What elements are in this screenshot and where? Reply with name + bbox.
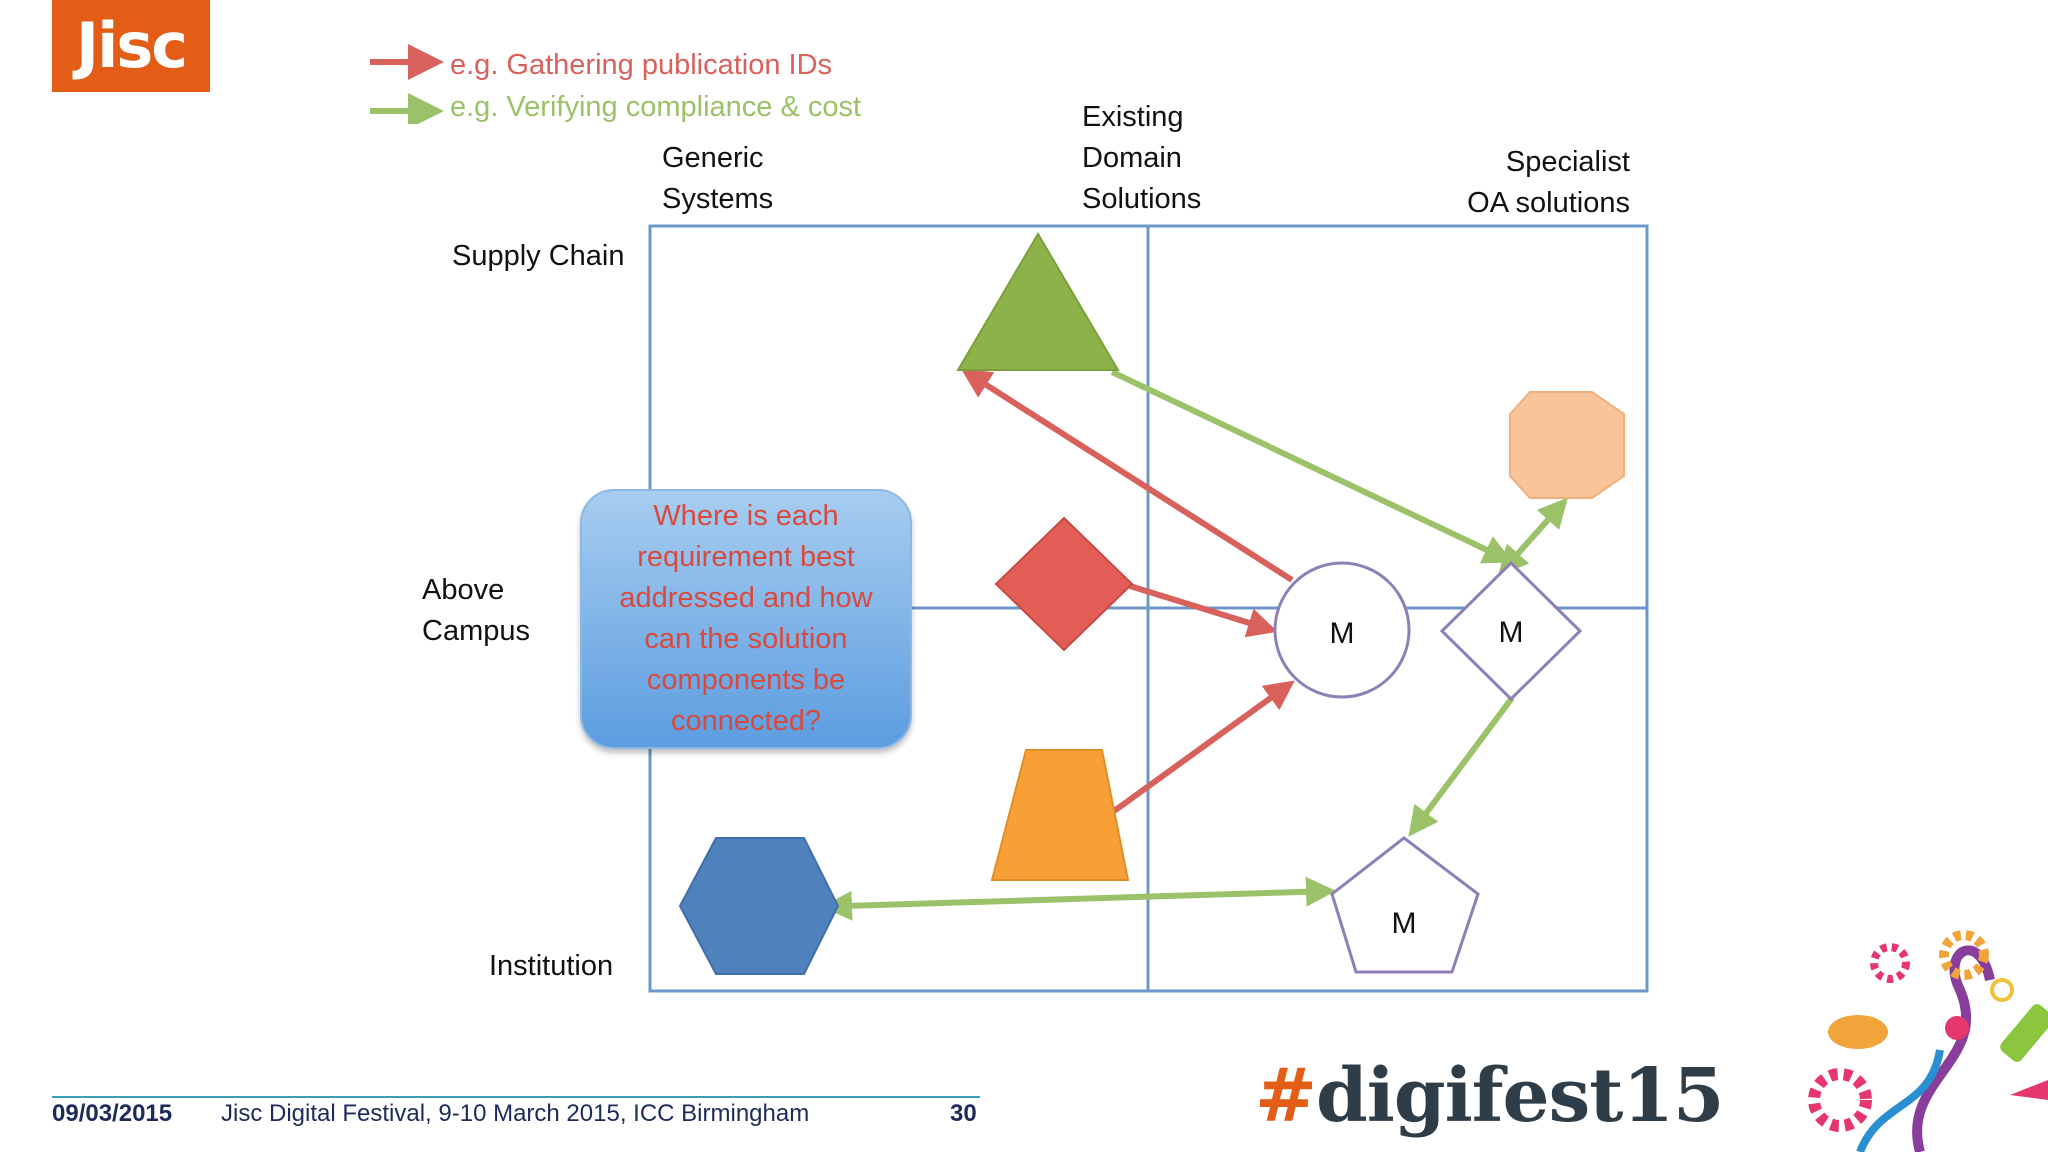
- trapezoid-shape: [990, 749, 1130, 881]
- jisc-logo: Jisc: [52, 0, 210, 92]
- legend-green-label: e.g. Verifying compliance & cost: [450, 91, 862, 123]
- hashtag-symbol: #: [1255, 1053, 1317, 1139]
- red-arrow-diamond-to-m: [1129, 583, 1278, 638]
- row-label-institution: Institution: [489, 950, 614, 982]
- green-arrow-diamond-to-pentagon: [1408, 696, 1515, 837]
- row-label-supply-chain: Supply Chain: [452, 240, 625, 272]
- octagon-shape: [1509, 391, 1625, 499]
- m-pentagon-node: [1330, 836, 1480, 974]
- m-circle-node: [1273, 561, 1411, 699]
- footer-event: Jisc Digital Festival, 9-10 March 2015, …: [221, 1100, 810, 1127]
- m-diamond-label: M: [1499, 616, 1524, 649]
- m-circle-label: M: [1330, 617, 1355, 650]
- question-callout: Where is each requirement best addressed…: [580, 489, 912, 749]
- festival-corner-art: [1808, 930, 2048, 1152]
- green-arrow-diamond-octagon: [1498, 497, 1568, 576]
- red-arrow-to-triangle: [960, 368, 1294, 583]
- green-arrow-hexagon-pentagon: [822, 876, 1336, 921]
- footer-page-number: 30: [950, 1100, 977, 1127]
- hexagon-shape: [678, 837, 840, 975]
- question-callout-text: Where is each requirement best addressed…: [619, 500, 873, 737]
- legend-red-label: e.g. Gathering publication IDs: [450, 49, 833, 81]
- triangle-shape: [956, 232, 1120, 371]
- diamond-shape: [994, 516, 1134, 652]
- m-diamond-node: [1439, 560, 1583, 702]
- legend-arrows: [370, 44, 444, 124]
- green-arrow-triangle-to-diamond: [1110, 369, 1514, 564]
- m-pentagon-label: M: [1392, 907, 1417, 940]
- footer-divider: [52, 1096, 980, 1098]
- hashtag-text: digifest15: [1316, 1053, 1724, 1139]
- footer-date: 09/03/2015: [52, 1100, 173, 1127]
- red-arrow-trapezoid-to-m: [1108, 680, 1295, 817]
- digifest-hashtag: #digifest15: [1255, 1048, 1724, 1144]
